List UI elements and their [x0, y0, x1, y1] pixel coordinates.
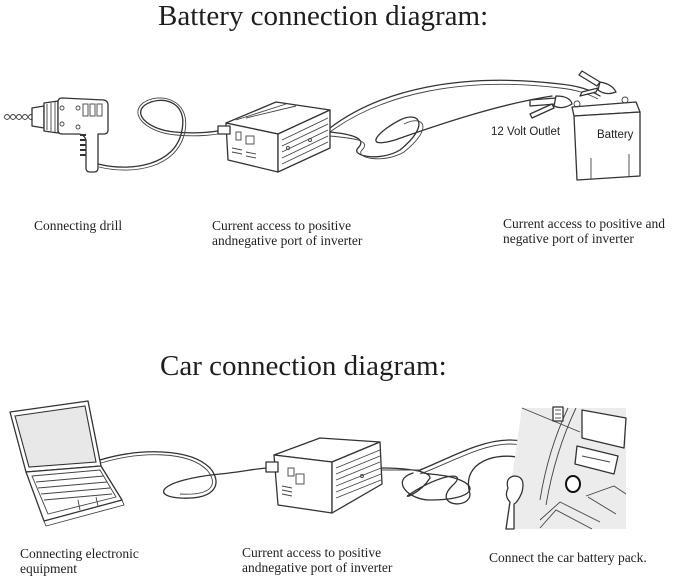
car-plug-cord — [381, 455, 521, 505]
clamp-icon — [578, 70, 617, 97]
caption-battery-port: Current access to positive and negative … — [503, 216, 665, 246]
drill-icon — [3, 97, 109, 173]
negative-cable — [329, 79, 601, 129]
caption-connecting-electronic: Connecting electronic equipment — [20, 546, 139, 576]
battery-label: Battery — [597, 129, 634, 141]
caption-inverter-port: Current access to positive andnegative p… — [212, 218, 363, 248]
inverter-icon — [217, 101, 331, 173]
inverter-icon — [265, 437, 383, 514]
clamp-icon — [529, 95, 573, 119]
laptop-cord — [99, 451, 269, 499]
battery-icon: Battery — [571, 96, 641, 181]
caption-inverter-port-car: Current access to positive andnegative p… — [242, 545, 393, 575]
outlet-label: 12 Volt Outlet — [491, 126, 561, 138]
car-diagram-title: Car connection diagram: — [160, 350, 447, 382]
drill-cord — [97, 99, 223, 168]
positive-cable — [329, 95, 553, 158]
car-dashboard-icon — [505, 406, 627, 530]
laptop-icon — [9, 400, 125, 527]
battery-diagram-title: Battery connection diagram: — [158, 0, 489, 32]
caption-connecting-drill: Connecting drill — [34, 218, 123, 233]
caption-car-battery-pack: Connect the car battery pack. — [489, 550, 647, 565]
